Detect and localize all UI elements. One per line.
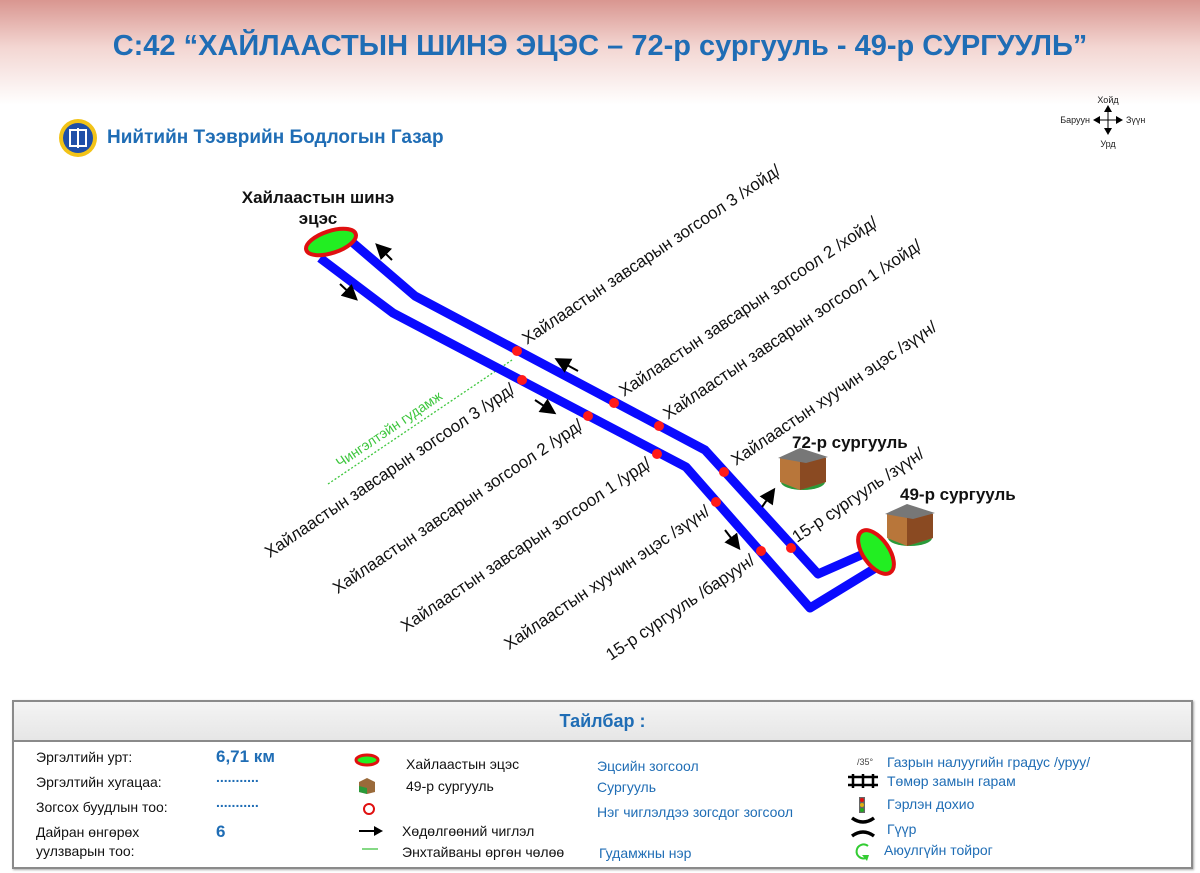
stop-dot (512, 346, 522, 356)
stat-value: ........... (216, 769, 259, 785)
one-way-stop-icon (363, 803, 375, 815)
stop-dot (719, 467, 729, 477)
direction-arrow-icon (359, 826, 383, 836)
legend-symbol-label: Энхтайваны өргөн чөлөө (402, 844, 565, 860)
compass-south: Урд (1100, 139, 1116, 149)
legend-other-label: Аюулгүйн тойрог (884, 842, 993, 858)
slope-icon: /35° (857, 757, 874, 767)
stop-dot (517, 375, 527, 385)
legend-symbol-label: 49-р сургууль (406, 778, 494, 794)
street-line (327, 359, 513, 485)
stop-label: Хайлаастын хуучин эцэс /зүүн/ (501, 501, 714, 653)
legend-title: Тайлбар : (14, 702, 1191, 742)
legend-meaning: Нэг чиглэлдээ зогсдог зогсоол (597, 804, 794, 820)
bridge-icon (850, 816, 876, 838)
compass-west: Баруун (1060, 115, 1090, 125)
stop-label: Хайлаастын завсарын зогсоол 1 /урд/ (397, 453, 654, 635)
stop-dot (652, 449, 662, 459)
street-line-icon (362, 848, 378, 850)
stop-dot (756, 546, 766, 556)
legend-other-label: Гэрлэн дохио (887, 796, 975, 812)
stops (512, 346, 796, 556)
organization-header: Нийтийн Тээврийн Бодлогын Газар (58, 118, 444, 158)
stat-label: Дайран өнгөрөх (36, 824, 140, 840)
compass-rose: Хойд Урд Баруун Зүүн (1060, 95, 1145, 149)
arrow-icon (534, 398, 557, 415)
arrow-icon (339, 283, 358, 301)
direction-arrows (339, 243, 776, 551)
stop-dot (583, 411, 593, 421)
compass-north: Хойд (1097, 95, 1119, 105)
terminal-east-icon (856, 528, 896, 576)
legend-other-label: Гүүр (887, 821, 917, 837)
school-49-building-icon (885, 504, 935, 546)
stop-dot (609, 398, 619, 408)
terminal-west-label-2: эцэс (299, 209, 337, 228)
arrow-icon (759, 487, 776, 508)
page-title: С:42 “ХАЙЛААСТЫН ШИНЭ ЭЦЭС – 72-р сургуу… (112, 30, 1088, 62)
legend-other-label: Төмөр замын гарам (887, 773, 1016, 789)
route-map: Хойд Урд Баруун Зүүн Чингэлтэйн гудамж Х… (242, 95, 1146, 664)
terminal-west-label: Хайлаастын шинэ (242, 188, 395, 207)
school-49-label: 49-р сургууль (900, 485, 1016, 504)
header-band (0, 0, 1200, 105)
stop-label: Хайлаастын завсарын зогсоол 3 /урд/ (261, 379, 518, 561)
stat-value: 6 (216, 822, 226, 841)
traffic-light-icon (859, 797, 865, 813)
stat-label: уулзварын тоо: (36, 843, 135, 859)
legend-meaning: Гудамжны нэр (599, 845, 692, 861)
arrow-icon (724, 529, 741, 551)
compass-east: Зүүн (1126, 115, 1145, 125)
railway-crossing-icon (848, 774, 878, 788)
legend-meaning: Сургууль (597, 779, 657, 795)
terminal-icon (354, 753, 380, 767)
terminal-west-icon (304, 226, 358, 258)
route-southbound (317, 254, 885, 613)
stop-dot (654, 421, 664, 431)
legend-panel: Тайлбар : Эргэлтийн урт: 6,71 км Эргэлти… (12, 700, 1193, 869)
organization-logo-icon (59, 119, 97, 157)
school-icon (359, 778, 375, 794)
school-72-building-icon (778, 448, 828, 490)
stat-value: 6,71 км (216, 747, 275, 766)
stat-label: Эргэлтийн урт: (36, 749, 133, 765)
arrow-icon (554, 358, 579, 373)
school-72-label: 72-р сургууль (792, 433, 908, 452)
street-label: Чингэлтэйн гудамж (333, 387, 446, 470)
legend-symbol-label: Хайлаастын эцэс (406, 756, 520, 772)
stop-dot (786, 543, 796, 553)
stat-value: ........... (216, 794, 259, 810)
stat-label: Эргэлтийн хугацаа: (36, 774, 162, 790)
compass-arrows-icon (1093, 105, 1123, 135)
organization-name: Нийтийн Тээврийн Бодлогын Газар (107, 127, 444, 148)
roundabout-icon (855, 843, 869, 861)
arrow-icon (375, 243, 393, 261)
stat-label: Зогсох буудлын тоо: (36, 799, 168, 815)
legend-other-label: Газрын налуугийн градус /уруу/ (887, 754, 1091, 770)
legend-symbol-label: Хөдөлгөөний чиглэл (402, 823, 535, 839)
legend-meaning: Эцсийн зогсоол (597, 758, 699, 774)
stop-dot (711, 497, 721, 507)
route-northbound (349, 238, 870, 579)
